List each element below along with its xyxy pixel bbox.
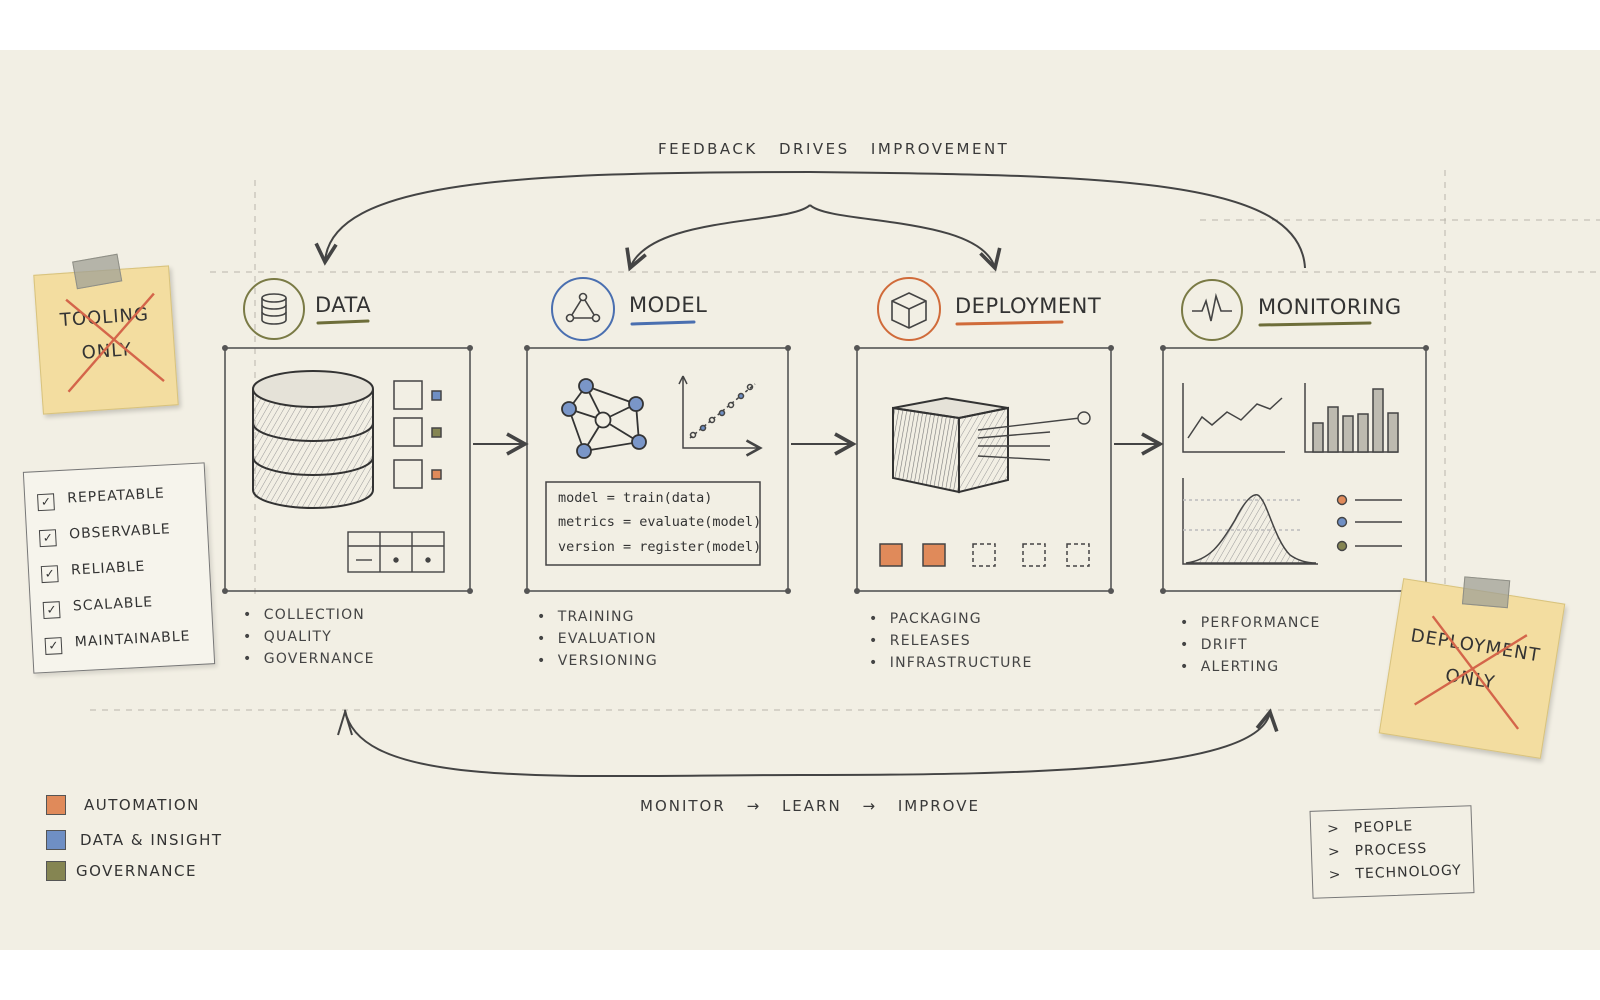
list-item: • QUALITY [243, 629, 333, 645]
sticky-note-deployment-only: DEPLOYMENT ONLY [1378, 576, 1566, 759]
list-item: • PACKAGING [869, 611, 982, 627]
bar-chart-sketch [1304, 383, 1399, 453]
scatter-plot-sketch [678, 375, 763, 457]
checklist-item: ✓ OBSERVABLE [38, 521, 171, 550]
cube-icon [891, 292, 927, 329]
list-item: • PERFORMANCE [1180, 615, 1321, 631]
legend-swatch-governance [46, 861, 66, 881]
code-line-train: model = train(data) [558, 490, 713, 506]
list-item: • DRIFT [1180, 637, 1248, 653]
chart-legend-sketch [1336, 494, 1402, 552]
heartbeat-icon [1192, 292, 1232, 322]
pillar-item: >TECHNOLOGY [1328, 862, 1462, 884]
list-item: • TRAINING [537, 609, 635, 625]
legend-label-automation: AUTOMATION [84, 796, 200, 814]
arrow-right-icon: → [746, 797, 762, 815]
checklist-item: ✓ MAINTAINABLE [44, 628, 191, 658]
pillar-item: >PEOPLE [1326, 818, 1414, 838]
cross-out-mark [65, 292, 165, 393]
chevron-right-icon: > [1327, 843, 1341, 861]
bottom-loop-arc [344, 708, 1279, 778]
bullets-deployment: • PACKAGING • RELEASES • INFRASTRUCTURE [869, 611, 1033, 671]
checklist-item: ✓ SCALABLE [42, 594, 153, 622]
stage-icon-circles [243, 277, 1243, 341]
container-drawing [892, 396, 1009, 494]
feedback-loop-inner-right [809, 204, 1002, 272]
checklist-item: ✓ REPEATABLE [37, 486, 165, 514]
release-slots [879, 543, 1090, 567]
legend-label-governance: GOVERNANCE [76, 862, 197, 880]
list-item: • COLLECTION [243, 607, 365, 623]
checkbox-checked-icon: ✓ [37, 493, 55, 512]
data-table-sketch [347, 531, 445, 573]
stage-title-model: MODEL [629, 293, 708, 317]
pillar-item: >PROCESS [1327, 840, 1428, 861]
list-item: • GOVERNANCE [243, 651, 375, 667]
checkbox-checked-icon: ✓ [44, 637, 63, 655]
line-chart-sketch [1182, 383, 1285, 453]
sticky-note-tooling-only: TOOLING ONLY [33, 253, 179, 415]
code-line-register: version = register(model) [558, 539, 762, 555]
bottom-caption: MONITOR → LEARN → IMPROVE [640, 797, 980, 815]
stage-title-deployment: DEPLOYMENT [955, 294, 1102, 318]
checklist-item: ✓ RELIABLE [40, 559, 146, 586]
data-record-boxes [393, 380, 442, 489]
caption-step-improve: IMPROVE [897, 797, 980, 815]
list-item: • INFRASTRUCTURE [869, 655, 1033, 671]
pillars-box: >PEOPLE >PROCESS >TECHNOLOGY [1309, 805, 1475, 899]
bullets-data: • COLLECTION • QUALITY • GOVERNANCE [243, 607, 375, 667]
code-box [545, 481, 761, 566]
chevron-right-icon: > [1328, 866, 1342, 884]
feedback-loop-inner-left [625, 204, 811, 272]
cross-out-mark [1414, 615, 1528, 730]
arrow-right-icon: → [862, 797, 878, 815]
legend-swatch-automation [46, 795, 66, 815]
title-underlines [316, 319, 1372, 327]
neural-network-drawing [561, 378, 647, 459]
checkbox-checked-icon: ✓ [38, 529, 57, 548]
list-item: • RELEASES [869, 633, 971, 649]
top-caption: FEEDBACK DRIVES IMPROVEMENT [658, 140, 1010, 158]
code-line-evaluate: metrics = evaluate(model) [558, 514, 762, 530]
legend-label-data-insight: DATA & INSIGHT [80, 831, 223, 849]
checkbox-checked-icon: ✓ [40, 565, 59, 584]
checkbox-checked-icon: ✓ [42, 601, 61, 620]
qualities-checklist: ✓ REPEATABLE ✓ OBSERVABLE ✓ RELIABLE ✓ S… [22, 462, 216, 674]
stage-title-monitoring: MONITORING [1258, 295, 1402, 319]
caption-step-learn: LEARN [781, 797, 842, 815]
distribution-chart-sketch [1182, 478, 1318, 565]
chevron-right-icon: > [1326, 820, 1341, 838]
caption-step-monitor: MONITOR [640, 797, 726, 815]
legend-swatch-data-insight [46, 830, 66, 850]
list-item: • ALERTING [1180, 659, 1280, 675]
database-drawing [252, 370, 374, 509]
stage-title-data: DATA [315, 293, 372, 317]
bullets-model: • TRAINING • EVALUATION • VERSIONING [537, 609, 658, 669]
bullets-monitoring: • PERFORMANCE • DRIFT • ALERTING [1180, 615, 1321, 675]
network-icon [565, 292, 601, 323]
list-item: • VERSIONING [537, 653, 658, 669]
list-item: • EVALUATION [537, 631, 657, 647]
stage-panels [224, 347, 1427, 592]
feedback-loop-outer [314, 170, 1306, 269]
bottom-loop-arrow-left [337, 708, 353, 736]
database-icon [261, 293, 287, 325]
container-connectors [977, 411, 1091, 461]
